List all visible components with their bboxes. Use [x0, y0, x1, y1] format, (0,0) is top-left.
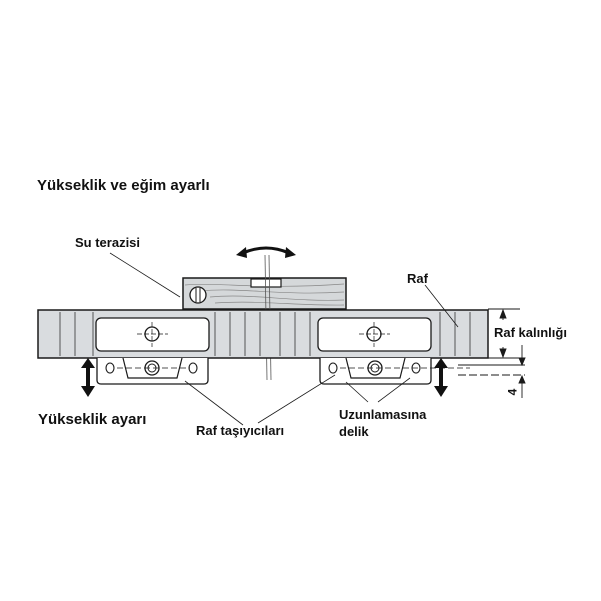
shelf-supports-label: Raf taşıyıcıları [196, 423, 285, 438]
title: Yükseklik ve eğim ayarlı [37, 177, 210, 194]
right-shelf-support [319, 357, 470, 385]
shelf-board [37, 309, 489, 359]
shelf-label: Raf [407, 271, 428, 286]
height-adjustment-label: Yükseklik ayarı [38, 411, 147, 428]
height-arrow-left-icon [81, 358, 95, 397]
slot-hole-label-line2: delik [339, 424, 369, 439]
shelf-thickness-label: Raf kalınlığı [494, 325, 567, 340]
left-shelf-support [96, 357, 209, 385]
slot-hole-label-line1: Uzunlamasına [339, 407, 427, 422]
tilt-arrow-icon [236, 246, 296, 258]
height-arrow-right-icon [434, 358, 448, 397]
spirit-level-label: Su terazisi [75, 235, 141, 250]
dimension-value: 4 [505, 388, 520, 396]
thickness-dimension [458, 308, 526, 398]
spirit-level [182, 277, 347, 310]
